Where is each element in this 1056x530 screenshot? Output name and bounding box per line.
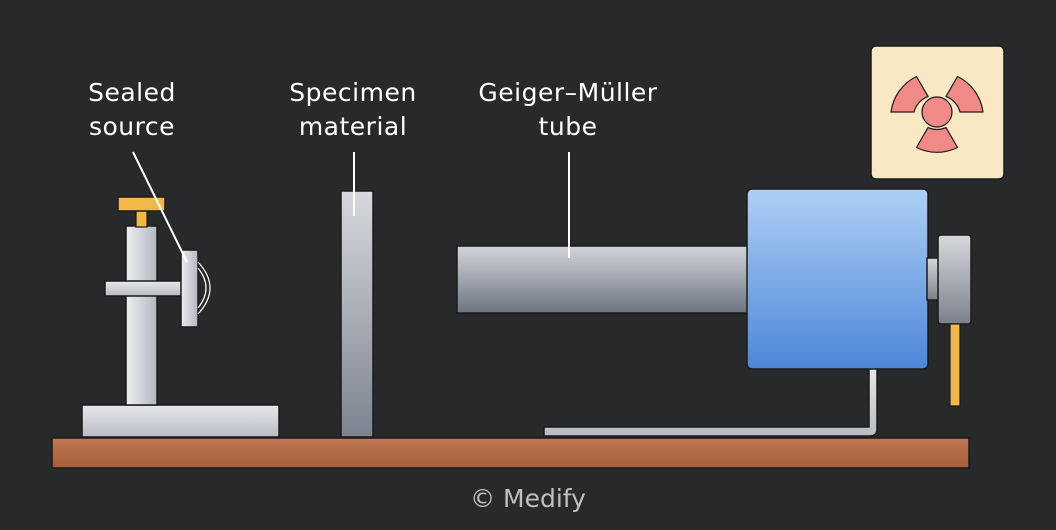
specimen-plate [340,190,374,438]
label-specimen-line-2: material [298,112,408,141]
label-specimen-material: Specimen material [280,76,426,144]
radiation-emission [197,261,211,315]
detector-connector [926,234,972,407]
label-gm-line-1: Geiger–Müller [478,78,658,107]
stand-knob-stem [135,209,148,228]
leader-line-sealed-source [132,151,188,263]
connector-cable [949,323,961,407]
stand-knob [117,196,166,212]
label-sealed-source-line-2: source [88,112,176,141]
label-gm-line-2: tube [538,112,598,141]
radiation-hazard-sign [870,45,1005,180]
stand-arm [104,280,183,297]
detector-body [746,188,929,370]
copyright-notice: © Medify [470,484,586,513]
connector-knob [937,234,972,325]
label-geiger-muller-tube: Geiger–Müller tube [470,76,666,144]
source-stand [81,196,280,438]
stand-pillar [125,225,158,406]
detector-support [543,367,878,437]
stand-base [81,404,280,438]
label-sealed-source: Sealed source [70,76,194,144]
bench [51,437,970,469]
label-specimen-line-1: Specimen [289,78,417,107]
label-sealed-source-line-1: Sealed [88,78,176,107]
gm-tube [456,245,751,314]
sealed-source-disc [180,249,199,328]
radiation-trefoil-icon [890,75,984,153]
